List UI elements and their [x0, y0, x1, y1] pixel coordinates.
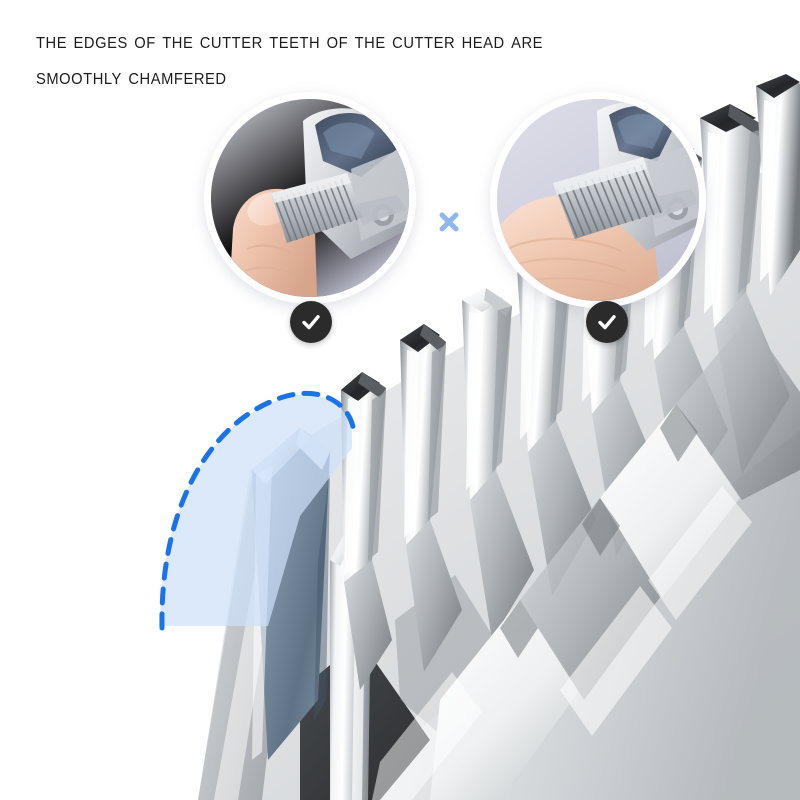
inset-photo-image	[497, 99, 699, 301]
separator-x-icon	[436, 209, 462, 235]
right-inset-photo	[490, 92, 706, 343]
blade-facet-shadows	[500, 404, 698, 658]
left-inset-photo	[204, 92, 416, 343]
tooth-10	[756, 74, 800, 296]
left-check-badge	[290, 301, 332, 343]
check-icon	[302, 315, 320, 330]
check-icon	[598, 315, 616, 330]
blade-lower-facets	[372, 318, 800, 800]
right-check-badge	[586, 301, 628, 343]
tooth-5	[462, 288, 534, 640]
inset-photo-image	[211, 99, 409, 297]
tooth-4	[400, 324, 462, 672]
chamfer-highlight-callout	[159, 390, 357, 631]
headline-line-2: smoothly chamfered	[36, 63, 227, 89]
page-title: The edges of the cutter teeth of the cut…	[36, 22, 643, 94]
headline-line-1: The edges of the cutter teeth of the cut…	[36, 27, 544, 53]
